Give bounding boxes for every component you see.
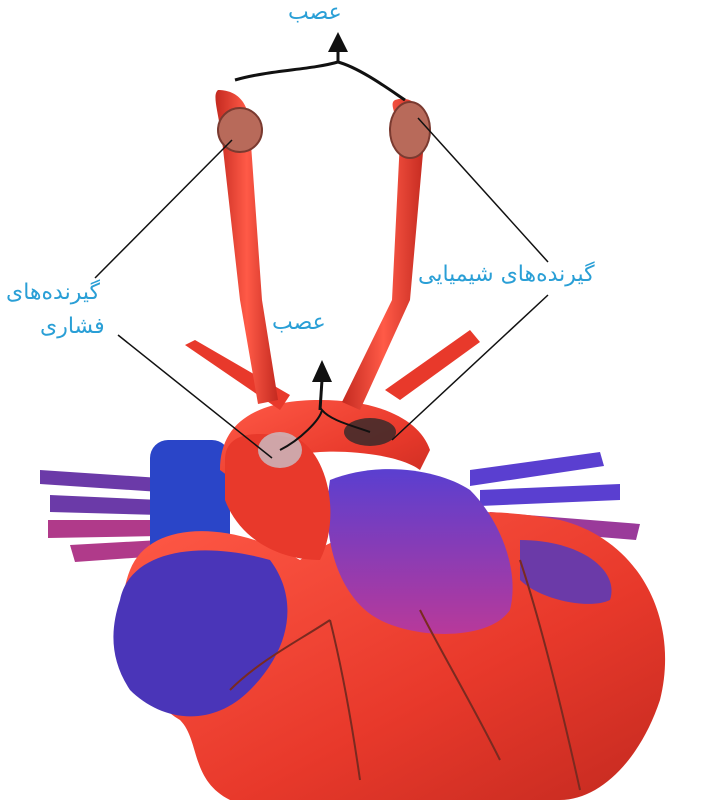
baroreceptors-label-line1: گیرنده‌های <box>6 280 100 305</box>
nerve-arrow-top <box>328 32 348 52</box>
pulmonary-veins-left <box>40 470 160 562</box>
leader-baro-carotid <box>95 140 232 278</box>
leader-chemo-aortic <box>392 295 548 440</box>
nerve-arrow-mid <box>312 360 332 382</box>
leader-baro-aortic <box>118 335 272 458</box>
carotid-sinus-receptor <box>218 108 262 152</box>
carotid-body-receptor <box>390 102 430 158</box>
subclavian-artery-right <box>385 330 480 400</box>
nerve-label-middle: عصب <box>272 310 326 335</box>
chemoreceptors-label: گیرنده‌های شیمیایی <box>418 262 595 287</box>
baroreceptors-label-line2: فشاری <box>40 314 105 339</box>
nerve-upper <box>235 62 405 100</box>
leader-chemo-carotid <box>418 118 548 262</box>
nerve-label-top: عصب <box>288 0 342 25</box>
